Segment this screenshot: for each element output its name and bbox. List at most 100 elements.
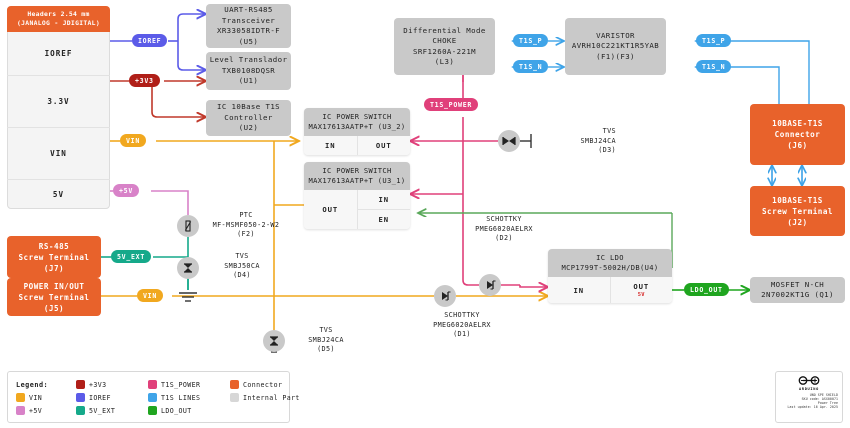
block-uart-rs485-transceiver[interactable]: UART-RS485 Transceiver XR33058IDTR-F (U5…	[206, 4, 291, 48]
level-translator-line3: (U1)	[238, 76, 259, 86]
legend-title: Legend:	[16, 380, 49, 389]
net-pill-vin-top[interactable]: VIN	[120, 134, 147, 147]
header-row-ioref-label: IOREF	[44, 49, 73, 58]
legend-swatch-ioref	[76, 393, 85, 402]
meta-line4: Last update: 16 Apr. 2025	[787, 405, 838, 410]
mosfet-line2: 2N7002KT1G (Q1)	[761, 290, 834, 299]
legend-item-vin: VIN	[16, 393, 76, 402]
legend-item-t1s-lines: T1S LINES	[148, 393, 230, 402]
rs485-j7-line1: RS-485	[38, 241, 70, 251]
header-row-3v3[interactable]: 3.3V	[7, 76, 110, 128]
legend-swatch-vin	[16, 393, 25, 402]
block-10base-t1s-connector-j6[interactable]: 10BASE-T1S Connector (J6)	[750, 104, 845, 165]
tvs-d4-line2: SMBJ50CA	[224, 261, 260, 270]
ic-u4-head-line2: MCP1799T-5002H/DB(U4)	[561, 263, 659, 272]
ic-u3-2-pins: IN OUT	[304, 136, 410, 155]
choke-line1: Differential Mode	[403, 25, 486, 35]
legend-panel: Legend: +3V3 T1S_POWER Connector VIN IOR…	[7, 371, 299, 423]
net-pill-t1s-power[interactable]: T1S_POWER	[424, 98, 479, 111]
meta-line1: UNO SPE SHIELD	[809, 392, 838, 397]
arduino-logo-icon	[798, 376, 820, 385]
t1s-controller-line3: (U2)	[238, 123, 259, 133]
ic-u4-pins: IN OUT 5V	[548, 277, 672, 303]
ic-u4-pin-out-label: OUT	[633, 282, 650, 291]
tvs-d5-symbol-icon	[263, 330, 285, 352]
legend-swatch-5v	[16, 406, 25, 415]
legend-item-t1s-power: T1S_POWER	[148, 380, 230, 389]
title-block-meta: UNO SPE SHIELD SKU code: ASX00071 Power …	[776, 393, 842, 410]
block-10base-t1s-screw-terminal-j2[interactable]: 10BASE-T1S Screw Terminal (J2)	[750, 186, 845, 236]
ic-u3-1-pin-out[interactable]: OUT	[304, 190, 358, 229]
ic-u4-head: IC LDO MCP1799T-5002H/DB(U4)	[548, 249, 672, 277]
connector-j6-line1: 10BASE-T1S	[772, 119, 823, 128]
uart-line4: (U5)	[238, 36, 259, 46]
net-pill-5v[interactable]: +5V	[113, 184, 140, 197]
schottky-d1-line3: (D1)	[453, 330, 471, 338]
legend-label-5v-ext: 5V_EXT	[89, 406, 116, 415]
ptc-f2-line3: (F2)	[237, 230, 255, 238]
ptc-symbol-icon	[177, 215, 199, 237]
t1s-controller-line2: Controller	[224, 112, 273, 122]
ic-u3-1-pin-in[interactable]: IN	[357, 190, 410, 210]
headers-panel	[7, 6, 110, 209]
net-pill-vin-bottom[interactable]: VIN	[137, 289, 164, 302]
headers-title-line2: (JANALOG - JDIGITAL)	[17, 19, 100, 27]
net-pill-ioref[interactable]: IOREF	[132, 34, 168, 47]
ic-u3-2-pin-out[interactable]: OUT	[375, 141, 392, 150]
legend-item-connector: Connector	[230, 380, 300, 389]
block-mosfet-n-ch[interactable]: MOSFET N-CH 2N7002KT1G (Q1)	[750, 277, 845, 303]
schottky-d2-symbol-icon	[479, 274, 501, 296]
header-row-vin[interactable]: VIN	[7, 128, 110, 180]
ic-u3-1-pin-en[interactable]: EN	[378, 215, 389, 224]
ic-u3-2-head-line1: IC POWER SWITCH	[322, 112, 392, 121]
tvs-d5-line2: SMBJ24CA	[308, 335, 344, 344]
schottky-d2-line1: SCHOTTKY	[486, 215, 522, 223]
header-row-5v[interactable]: 5V	[7, 180, 110, 209]
t1s-controller-line1: IC 10Base T1S	[216, 102, 281, 112]
ic-u3-2-pin-in[interactable]: IN	[304, 136, 358, 155]
ic-u3-1-head: IC POWER SWITCH MAX17613AATP+T (U3_1)	[304, 162, 410, 190]
tvs-d3-line1: TVS	[602, 127, 616, 135]
net-pill-3v3[interactable]: +3V3	[129, 74, 160, 87]
ic-power-switch-u3-1[interactable]: IC POWER SWITCH MAX17613AATP+T (U3_1) OU…	[304, 162, 410, 229]
tvs-d3-line2: SMBJ24CA	[580, 136, 616, 145]
title-block: ARDUINO UNO SPE SHIELD SKU code: ASX0007…	[775, 371, 843, 423]
ic-u3-1-head-line1: IC POWER SWITCH	[322, 166, 392, 175]
level-translator-line2: TXB0108DQSR	[221, 65, 276, 75]
net-pill-ldo-out[interactable]: LDO_OUT	[684, 283, 729, 296]
label-ptc-f2: PTC MF-MSMF050-2-W2 (F2)	[200, 211, 292, 240]
legend-swatch-connector	[230, 380, 239, 389]
legend-label-vin: VIN	[29, 393, 43, 402]
ic-u4-pin-in[interactable]: IN	[548, 277, 611, 303]
legend-swatch-t1s-power	[148, 380, 157, 389]
label-tvs-d4: TVS SMBJ50CA (D4)	[203, 252, 281, 281]
ic-power-switch-u3-2[interactable]: IC POWER SWITCH MAX17613AATP+T (U3_2) IN…	[304, 108, 410, 155]
label-tvs-d3: TVS SMBJ24CA (D3)	[498, 127, 616, 156]
legend-label-t1s-lines: T1S LINES	[161, 393, 201, 402]
block-level-translator[interactable]: Level Translador TXB0108DQSR (U1)	[206, 52, 291, 90]
varistor-line2: AVRH10C221KT1R5YAB	[571, 41, 660, 51]
choke-line2: CHOKE	[432, 36, 457, 45]
legend-item-5v-ext: 5V_EXT	[76, 406, 148, 415]
net-pill-t1s-n-right[interactable]: T1S_N	[696, 60, 732, 73]
tvs-d4-symbol-icon	[177, 257, 199, 279]
block-rs485-screw-terminal-j7[interactable]: RS-485 Screw Terminal (J7)	[7, 236, 101, 278]
block-varistor[interactable]: VARISTOR AVRH10C221KT1R5YAB (F1)(F3)	[565, 18, 666, 75]
rs485-j7-line2: Screw Terminal (J7)	[18, 252, 90, 273]
net-pill-t1s-p-right[interactable]: T1S_P	[696, 34, 732, 47]
tvs-d3-symbol-icon	[498, 130, 520, 152]
block-power-in-out-screw-terminal-j5[interactable]: POWER IN/OUT Screw Terminal (J5)	[7, 278, 101, 316]
connector-j6-line2: Connector	[774, 130, 821, 139]
net-pill-5v-ext[interactable]: 5V_EXT	[111, 250, 152, 263]
legend-label-connector: Connector	[243, 380, 283, 389]
net-pill-t1s-n-left[interactable]: T1S_N	[513, 60, 549, 73]
block-t1s-controller[interactable]: IC 10Base T1S Controller (U2)	[206, 100, 291, 136]
ic-u4-pin-out[interactable]: OUT 5V	[611, 277, 673, 303]
tvs-d4-line1: TVS	[235, 252, 249, 260]
header-row-ioref[interactable]: IOREF	[7, 32, 110, 76]
tvs-d5-line3: (D5)	[317, 345, 335, 353]
ic-ldo-u4[interactable]: IC LDO MCP1799T-5002H/DB(U4) IN OUT 5V	[548, 249, 672, 303]
block-differential-mode-choke[interactable]: Differential Mode CHOKE SRF1260A-221M (L…	[394, 18, 495, 75]
net-pill-t1s-p-left[interactable]: T1S_P	[513, 34, 549, 47]
